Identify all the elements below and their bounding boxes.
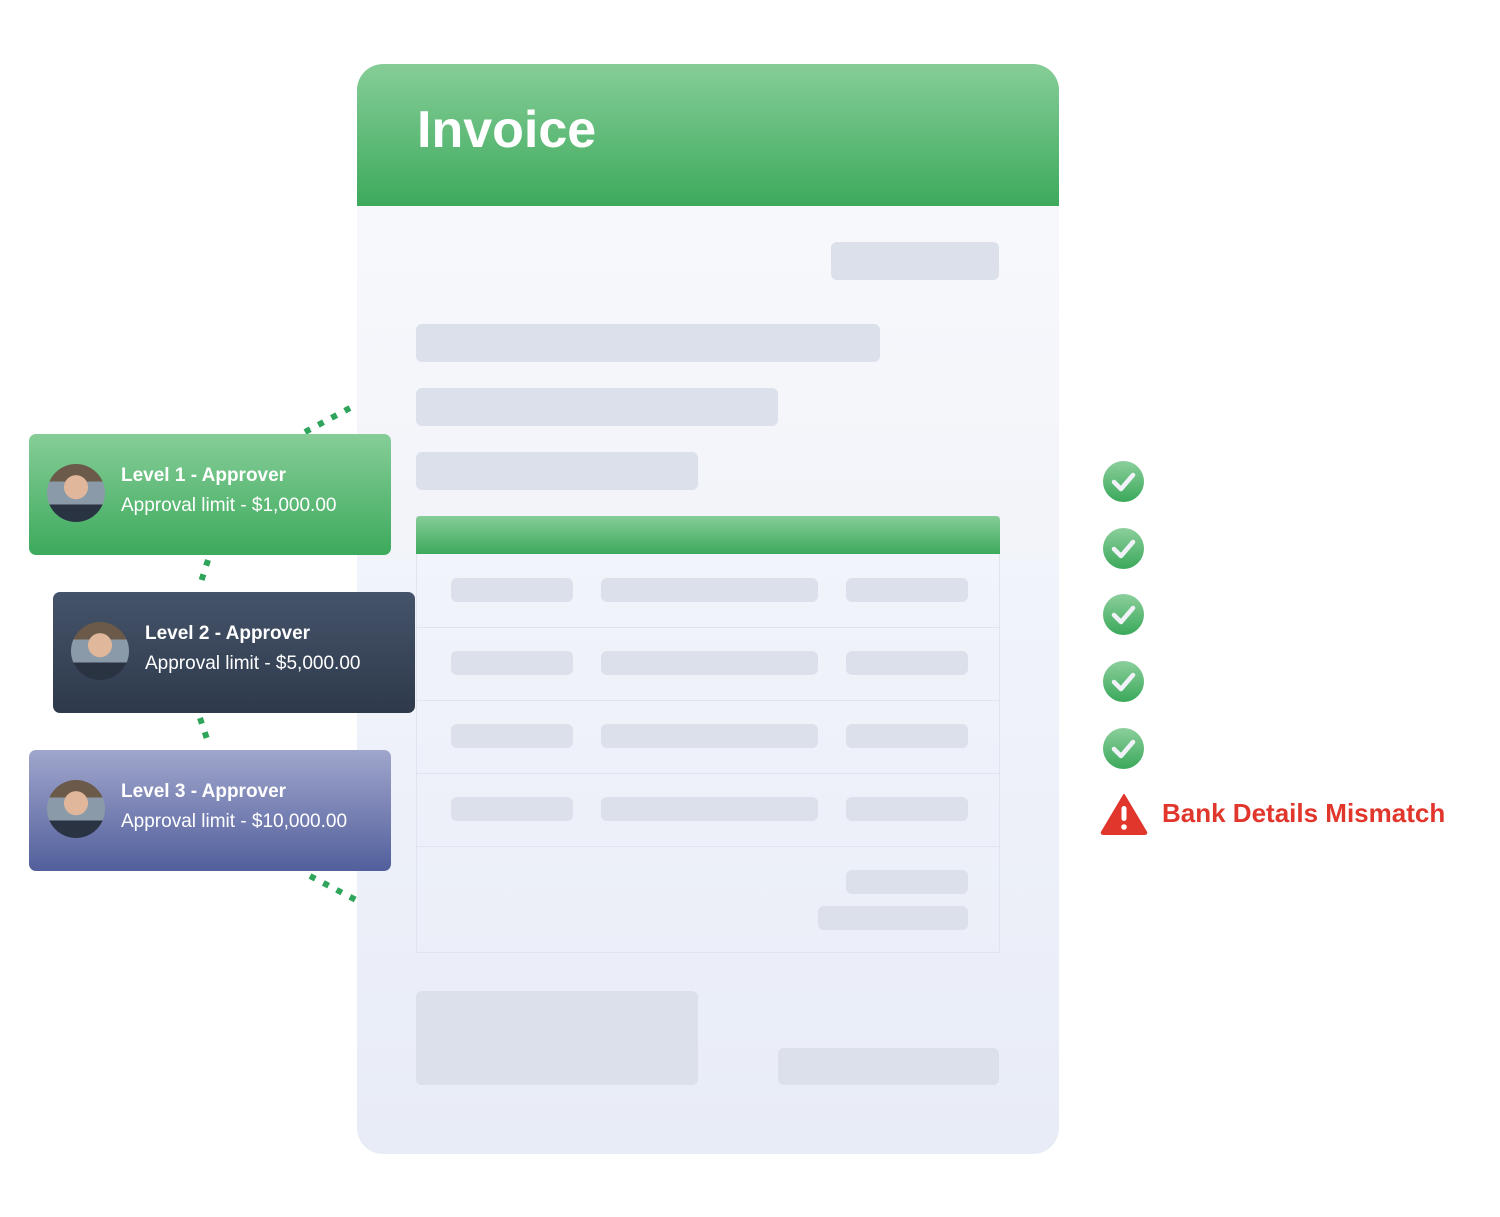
invoice-table <box>416 516 1000 953</box>
approver-title: Level 1 - Approver <box>121 465 287 486</box>
avatar <box>71 622 129 680</box>
approver-card-level-2: Level 2 - Approver Approval limit - $5,0… <box>53 592 415 713</box>
check-circle-icon <box>1103 528 1144 569</box>
check-circle-icon <box>1103 461 1144 502</box>
approval-limit: Approval limit - $5,000.00 <box>145 653 361 674</box>
warning-label: Bank Details Mismatch <box>1162 798 1446 828</box>
invoice-title: Invoice <box>417 101 597 159</box>
placeholder-line <box>416 388 778 426</box>
check-circle-icon <box>1103 661 1144 702</box>
placeholder-date <box>831 242 999 280</box>
placeholder-total <box>818 906 968 930</box>
warning-icon <box>1100 794 1148 835</box>
approver-title: Level 3 - Approver <box>121 781 287 802</box>
approver-card-level-3: Level 3 - Approver Approval limit - $10,… <box>29 750 391 871</box>
placeholder-line <box>416 324 880 362</box>
placeholder-signature <box>778 1048 999 1085</box>
avatar <box>47 464 105 522</box>
approval-limit: Approval limit - $1,000.00 <box>121 495 337 516</box>
approver-card-level-1: Level 1 - Approver Approval limit - $1,0… <box>29 434 391 555</box>
placeholder-notes <box>416 991 698 1085</box>
table-header <box>416 516 1000 554</box>
invoice-header: Invoice <box>357 64 1059 206</box>
invoice-document: Invoice <box>357 64 1059 1154</box>
approval-limit: Approval limit - $10,000.00 <box>121 811 348 832</box>
approver-title: Level 2 - Approver <box>145 623 311 644</box>
avatar <box>47 780 105 838</box>
check-circle-icon <box>1103 728 1144 769</box>
placeholder-line <box>416 452 698 490</box>
placeholder-subtotal <box>846 870 968 894</box>
check-circle-icon <box>1103 594 1144 635</box>
